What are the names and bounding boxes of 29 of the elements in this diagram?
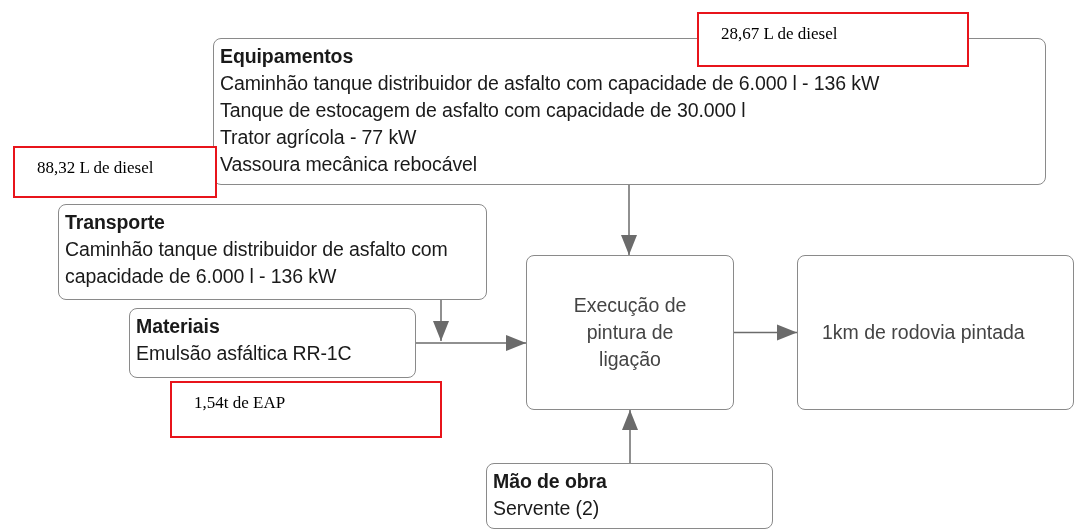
arrow <box>433 299 449 342</box>
process-box <box>797 255 1074 410</box>
arrow <box>733 324 798 341</box>
item-text: Caminhão tanque distribuidor de asfalto com capacidade de 6.000 l - 136 kW <box>65 237 449 289</box>
quantity-note-box <box>697 12 969 67</box>
quantity-note: 88,32 L de diesel <box>37 158 155 178</box>
item-text: Tanque de estocagem de asfalto com capacidade de 30.000 l <box>220 98 747 123</box>
resource-box <box>58 204 487 300</box>
item-text: Emulsão asfáltica RR-1C <box>136 341 353 366</box>
item-text: Servente (2) <box>493 496 601 521</box>
process-label: Execução de pintura de ligação <box>572 293 688 372</box>
resource-box <box>486 463 773 529</box>
quantity-note: 1,54t de EAP <box>194 393 287 413</box>
resource-box <box>129 308 416 378</box>
item-text: Caminhão tanque distribuidor de asfalto com capacidade de 6.000 l - 136 kW <box>220 71 881 96</box>
process-label: 1km de rodovia pintada <box>822 320 1025 345</box>
box-heading: Mão de obra <box>493 469 608 494</box>
box-heading: Transporte <box>65 210 166 235</box>
arrow <box>622 409 638 464</box>
box-heading: Materiais <box>136 314 221 339</box>
box-heading: Equipamentos <box>220 44 355 69</box>
item-text: Trator agrícola - 77 kW <box>220 125 418 150</box>
quantity-note: 28,67 L de diesel <box>721 24 839 44</box>
process-box <box>526 255 734 410</box>
arrow <box>621 184 637 256</box>
item-text: Vassoura mecânica rebocável <box>220 152 479 177</box>
quantity-note-box <box>13 146 217 198</box>
arrow <box>415 335 527 351</box>
quantity-note-box <box>170 381 442 438</box>
